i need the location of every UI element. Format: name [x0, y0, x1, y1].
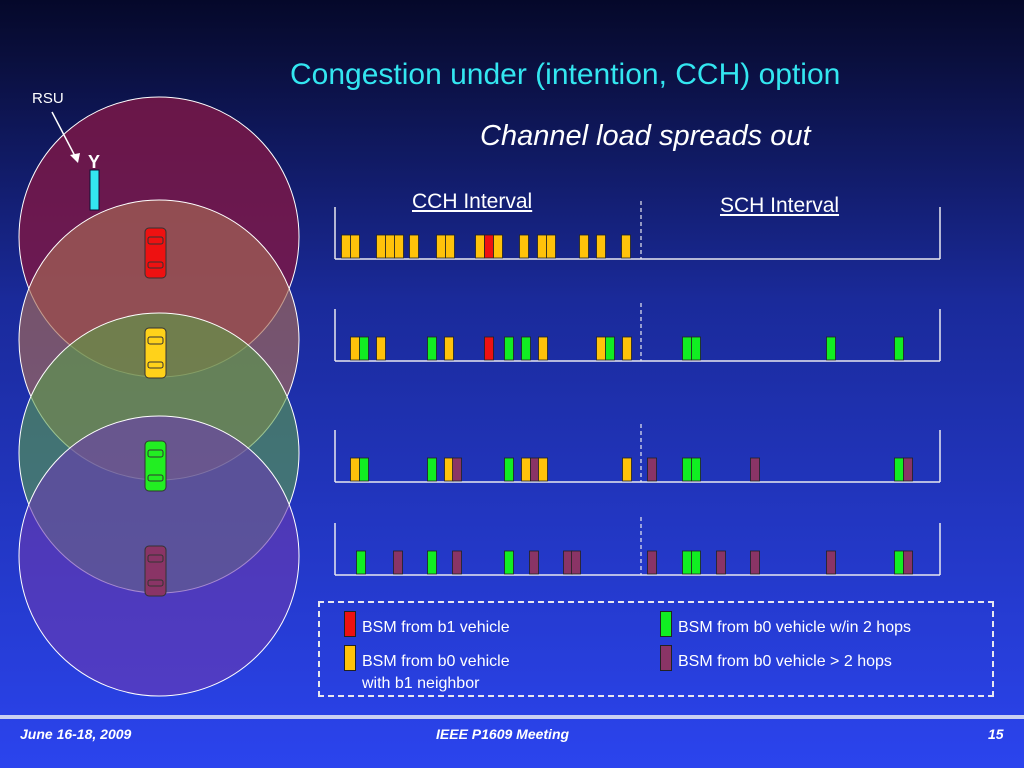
- bsm-packet: [504, 550, 514, 575]
- bsm-packet: [826, 550, 836, 575]
- bsm-packet: [546, 234, 556, 259]
- footer-page: 15: [988, 726, 1004, 742]
- bsm-packet: [484, 336, 494, 361]
- bsm-packet: [341, 234, 351, 259]
- bsm-packet: [894, 550, 904, 575]
- bsm-packet: [519, 234, 529, 259]
- rsu-arrow: [51, 111, 77, 159]
- legend-b0-beyond: BSM from b0 vehicle > 2 hops: [678, 653, 892, 670]
- bsm-packet: [596, 234, 606, 259]
- bsm-packet: [444, 336, 454, 361]
- vehicle-4-car-icon: [144, 545, 167, 597]
- bsm-packet: [504, 457, 514, 482]
- vehicle-1-car-icon: [144, 227, 167, 279]
- cch-interval-label: CCH Interval: [412, 190, 533, 213]
- bsm-packet: [427, 336, 437, 361]
- channel-row-3: [334, 424, 941, 483]
- legend-b0-neighbor-line2: with b1 neighbor: [362, 675, 480, 692]
- bsm-packet: [376, 336, 386, 361]
- coverage-circles: [18, 96, 300, 697]
- bsm-packet: [691, 336, 701, 361]
- bsm-packet: [350, 336, 360, 361]
- vehicles: [144, 227, 167, 597]
- bsm-packet: [716, 550, 726, 575]
- channel-row-4: [334, 517, 941, 576]
- footer-divider: [0, 715, 1024, 719]
- rsu-mast: [89, 169, 100, 211]
- bsm-packet: [393, 550, 403, 575]
- slide-subtitle: Channel load spreads out: [480, 120, 811, 152]
- bsm-packet: [682, 550, 692, 575]
- bsm-packet: [427, 457, 437, 482]
- bsm-packet: [521, 336, 531, 361]
- rsu-arrow-head: [70, 153, 80, 163]
- bsm-packet: [409, 234, 419, 259]
- bsm-packet: [826, 336, 836, 361]
- bsm-packet: [894, 457, 904, 482]
- channel-timelines: [334, 201, 941, 576]
- legend-swatch-b1: [344, 611, 356, 637]
- legend-swatch-b0-neighbor: [344, 645, 356, 671]
- bsm-packet: [894, 336, 904, 361]
- legend-swatch-b0-within: [660, 611, 672, 637]
- bsm-packet: [359, 336, 369, 361]
- bsm-packet: [452, 457, 462, 482]
- bsm-packet: [647, 457, 657, 482]
- bsm-packet: [605, 336, 615, 361]
- legend-b0-neighbor-line1: BSM from b0 vehicle: [362, 653, 510, 670]
- bsm-packet: [579, 234, 589, 259]
- legend-b0-within: BSM from b0 vehicle w/in 2 hops: [678, 619, 911, 636]
- bsm-packet: [521, 457, 531, 482]
- channel-row-1: [334, 201, 941, 260]
- bsm-packet: [691, 457, 701, 482]
- legend-b1: BSM from b1 vehicle: [362, 619, 510, 636]
- bsm-packet: [376, 234, 386, 259]
- bsm-packet: [903, 550, 913, 575]
- sch-interval-label: SCH Interval: [720, 194, 840, 217]
- bsm-packet: [750, 550, 760, 575]
- bsm-packet: [538, 457, 548, 482]
- channel-row-2: [334, 303, 941, 362]
- bsm-packet: [359, 457, 369, 482]
- vehicle-3-car-icon: [144, 440, 167, 492]
- bsm-packet: [682, 336, 692, 361]
- bsm-packet: [571, 550, 581, 575]
- bsm-packet: [596, 336, 606, 361]
- bsm-packet: [538, 336, 548, 361]
- footer-date: June 16-18, 2009: [20, 726, 132, 742]
- bsm-packet: [621, 234, 631, 259]
- legend-swatch-b0-beyond: [660, 645, 672, 671]
- bsm-packet: [445, 234, 455, 259]
- bsm-packet: [750, 457, 760, 482]
- rsu-antenna-icon: Y: [88, 152, 100, 172]
- bsm-packet: [504, 336, 514, 361]
- bsm-packet: [691, 550, 701, 575]
- bsm-packet: [427, 550, 437, 575]
- bsm-packet: [622, 457, 632, 482]
- bsm-packet: [452, 550, 462, 575]
- bsm-packet: [356, 550, 366, 575]
- bsm-packet: [436, 234, 446, 259]
- footer-meeting: IEEE P1609 Meeting: [436, 726, 570, 742]
- bsm-packet: [493, 234, 503, 259]
- bsm-packet: [537, 234, 547, 259]
- bsm-packet: [647, 550, 657, 575]
- bsm-packet: [682, 457, 692, 482]
- slide-title: Congestion under (intention, CCH) option: [290, 58, 841, 91]
- bsm-packet: [484, 234, 494, 259]
- bsm-packet: [529, 550, 539, 575]
- bsm-packet: [475, 234, 485, 259]
- bsm-packet: [394, 234, 404, 259]
- bsm-packet: [622, 336, 632, 361]
- bsm-packet: [350, 234, 360, 259]
- bsm-packet: [350, 457, 360, 482]
- vehicle-2-car-icon: [144, 327, 167, 379]
- bsm-packet: [903, 457, 913, 482]
- rsu-label: RSU: [32, 90, 64, 107]
- bsm-packet: [385, 234, 395, 259]
- legend: BSM from b1 vehicle BSM from b0 vehicle …: [318, 601, 994, 697]
